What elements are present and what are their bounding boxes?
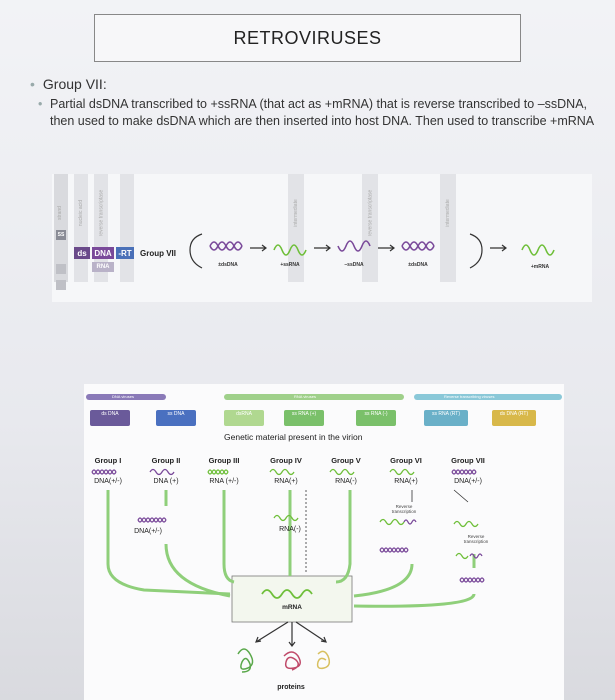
band-label: RNA viruses [294, 394, 317, 399]
ssrna-wave-icon [389, 468, 415, 476]
chip-ss-rna-pos: ss RNA (+) [284, 410, 324, 426]
key-box [56, 280, 66, 290]
group-v-type: RNA(-) [335, 478, 357, 485]
molecule-label: +mRNA [530, 264, 550, 270]
arrow-icon [288, 622, 296, 647]
group-vii-type: DNA(+/-) [454, 478, 482, 485]
intermediate-rna-label: RNA(-) [279, 526, 301, 533]
chip-dsrna: dsRNA [224, 410, 264, 426]
ss-key: SS [56, 230, 66, 240]
arrow-icon [453, 489, 469, 503]
protein-icon [237, 648, 254, 673]
genetic-material-caption: Genetic material present in the virion [224, 432, 363, 442]
proteins-label: proteins [277, 684, 305, 691]
dna-viruses-band [86, 394, 166, 400]
arrow-icon [353, 593, 476, 608]
chip-ss-rna-rt: ss RNA (RT) [424, 410, 468, 426]
ssrna-wave-icon [269, 468, 295, 476]
ssdna-wave-icon [149, 468, 175, 476]
intermediate-dna-label: DNA(+/-) [134, 528, 162, 535]
replication-pathway-svg [189, 233, 555, 269]
mrna-box [231, 575, 353, 623]
bullet-heading: Group VII: [30, 76, 107, 92]
group-iv-type: RNA(+) [274, 478, 298, 485]
group-ii-type: DNA (+) [153, 478, 179, 485]
arrow-icon [490, 244, 507, 252]
arrow-icon [106, 490, 231, 596]
column-band [440, 174, 456, 282]
ssrna-wave-icon [273, 514, 299, 522]
chip-ss-dna: ss DNA [156, 410, 196, 426]
ds-key: ds [74, 247, 90, 259]
arrow-icon [335, 490, 352, 584]
chip-ss-rna-neg: ss RNA (-) [356, 410, 396, 426]
group-vi-label: Group VI [390, 456, 422, 465]
arrow-icon [353, 563, 414, 598]
group-vii-label: Group VII [140, 249, 176, 258]
molecule-label: +ssRNA [280, 262, 300, 268]
ssdna-wave-icon [337, 240, 371, 252]
band-label: DNA viruses [112, 394, 135, 399]
protein-icon [316, 650, 331, 670]
reverse-transcription-label: Reverse transcription [391, 504, 417, 514]
arrow-icon [295, 621, 327, 643]
ssrna-wave-icon [329, 468, 355, 476]
group-vi-type: RNA(+) [394, 478, 418, 485]
rna-key: RNA [92, 262, 114, 272]
bullet-description: • Partial dsDNA transcribed to +ssRNA (t… [38, 96, 598, 129]
arrow-icon [250, 244, 267, 252]
group-vii-replication-diagram: strand nucleic acid reverse transcriptas… [52, 174, 592, 302]
group-ii-label: Group II [151, 456, 181, 465]
rt-viruses-band [414, 394, 562, 400]
title-box: RETROVIRUSES [94, 14, 521, 62]
column-band [54, 174, 68, 282]
ssrna-wave-icon [453, 520, 479, 528]
right-brace-icon [469, 233, 483, 269]
flow-svg [91, 468, 485, 673]
chip-ds-dna: ds DNA [90, 410, 130, 426]
arrow-icon [378, 244, 395, 252]
group-iv-label: Group IV [270, 456, 302, 465]
group-i-label: Group I [94, 456, 122, 465]
chip-ds-dna-rt: ds DNA (RT) [492, 410, 536, 426]
arrow-icon [314, 244, 331, 252]
group-vii-label: Group VII [451, 456, 485, 465]
key-box [56, 264, 66, 274]
group-iii-type: RNA (+/-) [209, 478, 239, 485]
molecule-label: ±dsDNA [408, 262, 428, 268]
ssrna-wave-icon [273, 244, 307, 256]
arrow-icon [222, 490, 235, 584]
group-iii-label: Group III [208, 456, 240, 465]
molecule-label: –ssDNA [344, 262, 364, 268]
dna-key: DNA [92, 247, 114, 259]
baltimore-classification-diagram: DNA viruses RNA viruses Reverse transcri… [84, 384, 564, 700]
protein-icon [283, 651, 301, 671]
rt-key: -RT [116, 247, 134, 259]
arrow-icon [255, 621, 289, 643]
group-v-label: Group V [331, 456, 361, 465]
description-text: Partial dsDNA transcribed to +ssRNA (tha… [50, 97, 595, 128]
mrna-wave-icon [521, 244, 555, 256]
ssrna-wave-icon [379, 518, 405, 526]
bullet-dot-icon: • [38, 97, 43, 111]
band-label: Reverse transcribing viruses [444, 394, 495, 399]
arrow-icon [164, 543, 231, 598]
mrna-label: mRNA [282, 604, 302, 611]
mrna-wave-icon [261, 589, 313, 599]
molecule-label: ±dsDNA [218, 262, 238, 268]
column-band [362, 174, 378, 282]
slide-title: RETROVIRUSES [233, 27, 382, 48]
column-band [288, 174, 304, 282]
group-i-type: DNA(+/-) [94, 478, 122, 485]
left-brace-icon [189, 233, 203, 269]
reverse-transcription-label: Reverse transcription [463, 534, 489, 544]
rna-viruses-band [224, 394, 404, 400]
